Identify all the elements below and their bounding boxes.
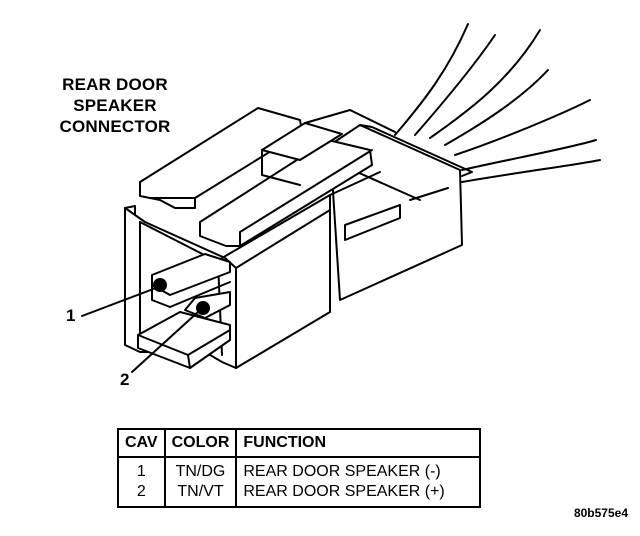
title-line-2: SPEAKER [73,96,157,115]
table-header-row: CAV COLOR FUNCTION [117,428,482,458]
cell-color: TN/DG [163,457,238,482]
header-function: FUNCTION [235,428,482,458]
connector-illustration [81,23,601,373]
cell-function: REAR DOOR SPEAKER (-) [235,457,482,482]
title-line-1: REAR DOOR [62,75,168,94]
header-cav: CAV [117,428,166,458]
callout-label-1: 1 [66,306,76,325]
cell-cav: 1 [117,457,166,482]
title-line-3: CONNECTOR [59,117,171,136]
table-row: 1 TN/DG REAR DOOR SPEAKER (-) [117,457,482,482]
figure-id: 80b575e4 [573,506,628,520]
cell-color: TN/VT [163,482,238,508]
wire-bundle [394,23,601,183]
terminal-cavity-1 [151,253,231,308]
connector-top-ribs [139,107,396,247]
connector-title: REAR DOOR SPEAKER CONNECTOR [40,74,190,137]
pinout-table: CAV COLOR FUNCTION 1 TN/DG REAR DOOR SPE… [117,428,482,508]
cell-function: REAR DOOR SPEAKER (+) [235,482,482,508]
callout-label-2: 2 [120,370,130,389]
table-row: 2 TN/VT REAR DOOR SPEAKER (+) [117,482,482,508]
cell-cav: 2 [117,482,166,508]
connector-lock-tab [137,311,231,369]
header-color: COLOR [163,428,238,458]
terminal-cavity-2 [184,291,231,319]
callout-leaders [81,287,199,373]
